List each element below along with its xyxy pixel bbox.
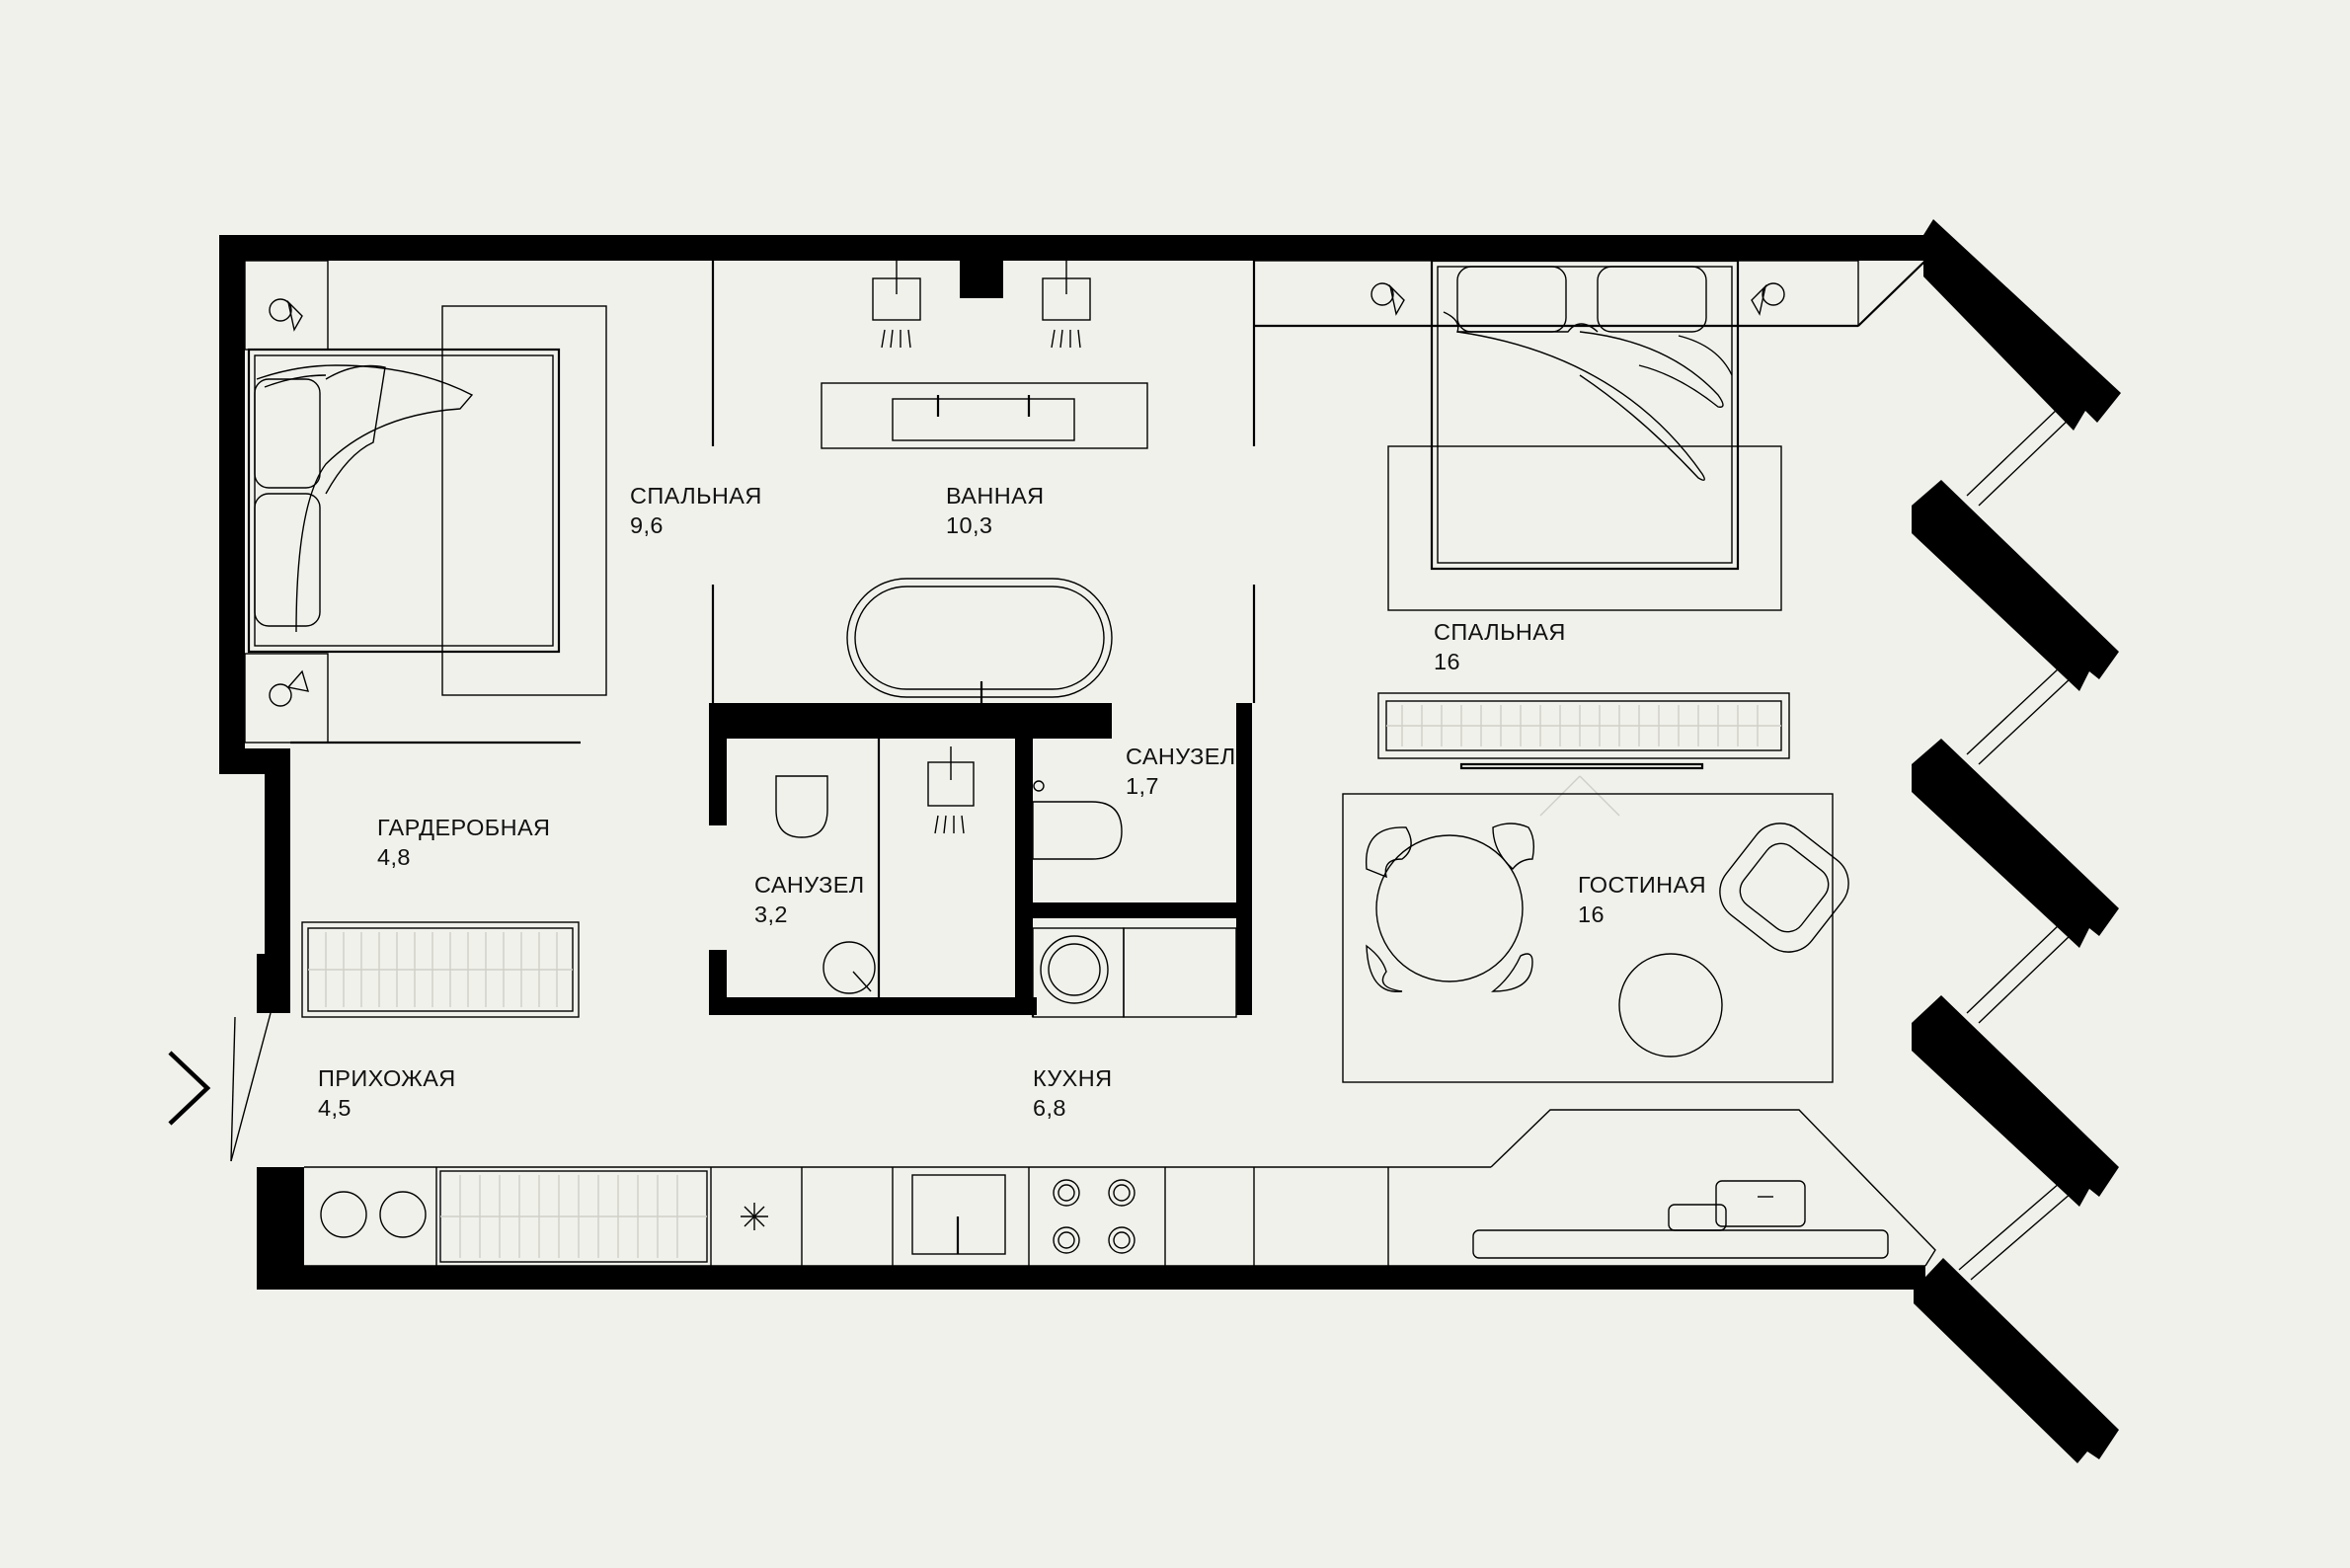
room-name-wardrobe: ГАРДЕРОБНАЯ [377, 815, 550, 840]
room-name-bedroom-1: СПАЛЬНАЯ [630, 483, 762, 509]
entrance-chevron-right-icon [168, 1051, 211, 1126]
room-area-living: 16 [1578, 902, 1605, 927]
room-area-bathroom: 10,3 [946, 512, 992, 538]
room-area-hall: 4,5 [318, 1095, 352, 1121]
tv-console [1377, 692, 1790, 817]
room-area-kitchen: 6,8 [1033, 1095, 1066, 1121]
wc-large-fixtures [775, 746, 975, 994]
entrance [230, 1012, 272, 1162]
partitions [230, 260, 1926, 1162]
room-name-kitchen: КУХНЯ [1033, 1065, 1113, 1091]
room-area-bedroom-2: 16 [1434, 649, 1460, 674]
room-area-wc-large: 3,2 [754, 902, 788, 927]
room-name-bedroom-2: СПАЛЬНАЯ [1434, 619, 1566, 645]
room-name-wc-large: САНУЗЕЛ [754, 872, 865, 898]
bed-left [247, 305, 607, 696]
bed-right [1387, 259, 1782, 611]
living-furniture [1342, 793, 1849, 1083]
bathroom-fixtures [821, 259, 1148, 703]
room-area-wc-small: 1,7 [1126, 773, 1159, 799]
nightstands-left [244, 260, 329, 744]
wc-small-fixtures [1032, 780, 1123, 860]
nightstands-right [1253, 260, 1859, 327]
windows [1958, 406, 2073, 1281]
wardrobe-rail [301, 921, 580, 1018]
room-name-wc-small: САНУЗЕЛ [1126, 744, 1236, 769]
laundry [1032, 927, 1237, 1018]
room-name-living: ГОСТИНАЯ [1578, 872, 1706, 898]
room-name-bathroom: ВАННАЯ [946, 483, 1045, 509]
room-area-wardrobe: 4,8 [377, 844, 411, 870]
room-area-bedroom-1: 9,6 [630, 512, 664, 538]
room-name-hall: ПРИХОЖАЯ [318, 1065, 456, 1091]
walls [219, 219, 2121, 1463]
kitchen-counter [304, 1109, 1936, 1267]
